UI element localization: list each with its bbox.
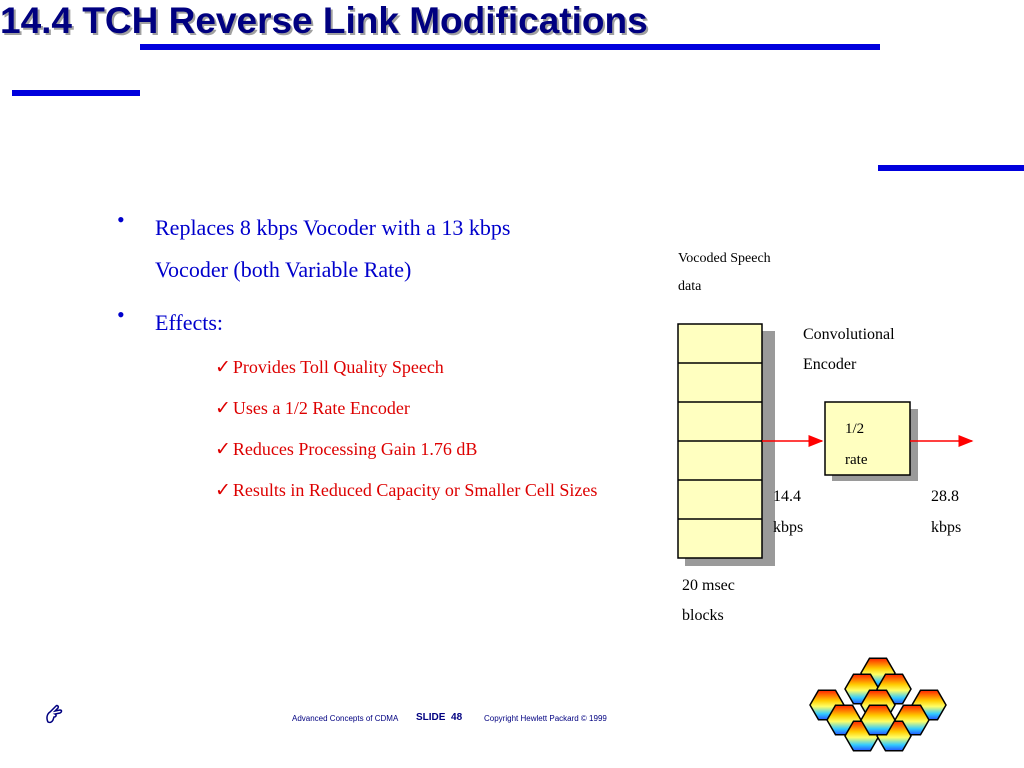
hand-pointer-icon <box>46 704 63 724</box>
hexagon-cells-logo <box>809 657 947 752</box>
checkmark-icon: ✓ <box>215 357 231 378</box>
blocks-label: 20 msec blocks <box>682 577 735 624</box>
bullet-line: Vocoder (both Variable Rate) <box>155 257 412 282</box>
rate-box-label: 1/2 rate <box>845 421 868 468</box>
convolutional-encoder-label: Convolutional Encoder <box>803 326 895 373</box>
top-accent-bar <box>140 44 880 50</box>
bullet-line: Replaces 8 kbps Vocoder with a 13 kbps <box>155 215 511 240</box>
footer-course: Advanced Concepts of CDMA <box>292 714 399 723</box>
hex-cells <box>809 657 947 752</box>
bullet-icon: • <box>117 207 125 232</box>
footer-copyright: Copyright Hewlett Packard © 1999 <box>484 714 607 723</box>
checkmark-icon: ✓ <box>215 439 231 460</box>
checkmark-icon: ✓ <box>215 398 231 419</box>
effect-item: ✓Reduces Processing Gain 1.76 dB <box>215 439 478 460</box>
bullet-replaces: • Replaces 8 kbps Vocoder with a 13 kbps… <box>117 207 511 291</box>
output-rate-label: 28.8 kbps <box>931 488 962 536</box>
hex-cell <box>860 704 896 736</box>
left-accent-bar <box>12 90 140 96</box>
right-accent-bar <box>878 165 1024 171</box>
footer-slide-number: SLIDE 48 <box>416 712 463 723</box>
slide-title: 14.4 TCH Reverse Link Modifications <box>0 0 648 41</box>
bullet-icon: • <box>117 302 125 327</box>
vocoded-speech-label: Vocoded Speech data <box>678 251 771 294</box>
effect-item: ✓Uses a 1/2 Rate Encoder <box>215 398 410 419</box>
effect-item: ✓Results in Reduced Capacity or Smaller … <box>215 480 598 501</box>
block-dividers <box>678 362 762 520</box>
checkmark-icon: ✓ <box>215 480 231 501</box>
bullet-line: Effects: <box>155 310 224 335</box>
rate-box <box>824 401 911 476</box>
effect-item: ✓Provides Toll Quality Speech <box>215 357 444 378</box>
input-rate-label: 14.4 kbps <box>773 488 804 536</box>
bullet-effects: • Effects: <box>117 302 224 344</box>
